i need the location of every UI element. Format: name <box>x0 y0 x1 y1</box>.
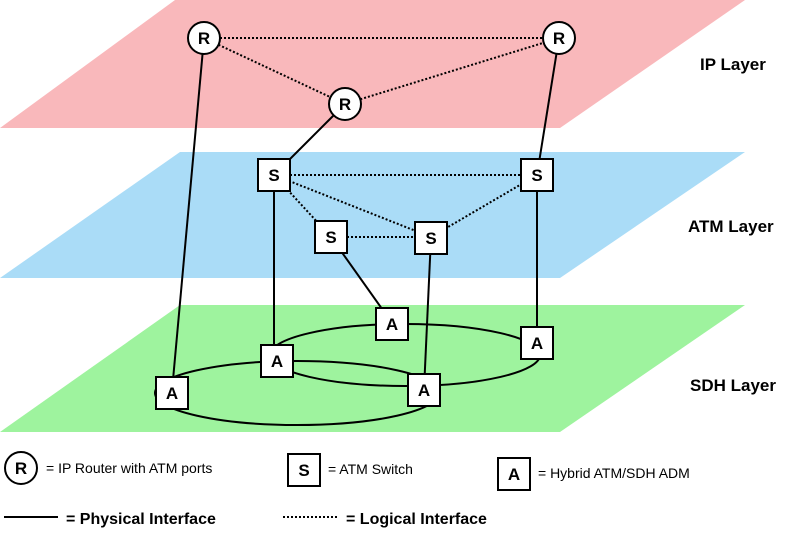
switch-icon <box>287 453 321 487</box>
sdh-layer-label: SDH Layer <box>690 376 776 395</box>
legend-physical: = Physical Interface <box>4 511 216 528</box>
router-symbol: R <box>339 95 351 114</box>
hybrid-adm: A <box>520 326 554 360</box>
logical-link <box>344 37 560 105</box>
switch-symbol: S <box>268 166 279 185</box>
hybrid-adm: A <box>407 373 441 407</box>
ip-layer-label: IP Layer <box>700 55 766 74</box>
hybrid-adm: A <box>155 376 189 410</box>
legend: R = IP Router with ATM ports S = ATM Swi… <box>4 451 690 528</box>
logical-link <box>430 174 538 238</box>
legend-router: R = IP Router with ATM ports <box>4 451 212 485</box>
adm-icon <box>497 457 531 491</box>
physical-link <box>423 236 432 391</box>
ip-router: R <box>187 21 221 55</box>
switch-symbol: S <box>425 229 436 248</box>
logical-link <box>273 174 432 238</box>
ip-router: R <box>542 21 576 55</box>
atm-switch: S <box>257 158 291 192</box>
legend-adm-symbol: A <box>508 465 520 484</box>
atm-switch: S <box>414 221 448 255</box>
legend-switch-symbol: S <box>298 461 309 480</box>
adm-symbol: A <box>531 334 543 353</box>
physical-link <box>536 37 560 176</box>
logical-link <box>203 37 346 105</box>
legend-logical-text: = Logical Interface <box>346 511 487 528</box>
legend-switch: S = ATM Switch <box>287 453 413 487</box>
atm-layer-plane <box>0 152 745 278</box>
router-symbol: R <box>553 29 565 48</box>
hybrid-adm: A <box>375 307 409 341</box>
adm-symbol: A <box>418 381 430 400</box>
router-symbol: R <box>198 29 210 48</box>
ip-router: R <box>328 87 362 121</box>
atm-switch: S <box>314 220 348 254</box>
switch-symbol: S <box>531 166 542 185</box>
router-icon <box>4 451 38 485</box>
legend-router-text: = IP Router with ATM ports <box>46 460 212 476</box>
adm-symbol: A <box>271 352 283 371</box>
legend-router-symbol: R <box>15 459 27 478</box>
hybrid-adm: A <box>260 344 294 378</box>
legend-adm: A = Hybrid ATM/SDH ADM <box>497 457 690 491</box>
legend-logical: = Logical Interface <box>283 511 487 528</box>
adm-symbol: A <box>166 384 178 403</box>
legend-adm-text: = Hybrid ATM/SDH ADM <box>538 465 690 481</box>
legend-physical-text: = Physical Interface <box>66 511 216 528</box>
switch-symbol: S <box>325 228 336 247</box>
physical-link <box>171 37 205 392</box>
adm-symbol: A <box>386 315 398 334</box>
legend-switch-text: = ATM Switch <box>328 461 413 477</box>
atm-switch: S <box>520 158 554 192</box>
logical-links <box>203 37 560 238</box>
ip-layer-plane <box>0 0 745 128</box>
atm-layer-label: ATM Layer <box>688 217 774 236</box>
